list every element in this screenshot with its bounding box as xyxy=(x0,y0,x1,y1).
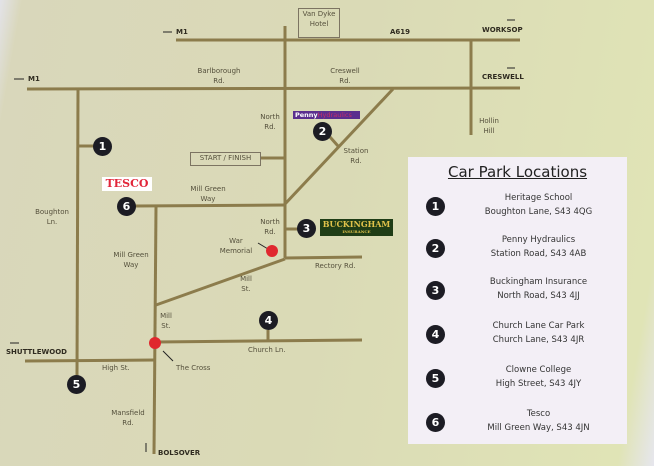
label-station-rd: Station Rd. xyxy=(343,147,369,165)
label-m1-left: M1 xyxy=(28,75,40,83)
label-hollin-hill: Hollin Hill xyxy=(479,117,499,135)
label-north-rd-2: North Rd. xyxy=(260,218,280,236)
map-marker-1[interactable]: 1 xyxy=(93,137,112,156)
car-park-entry[interactable]: 4 Church Lane Car Park Church Lane, S43 … xyxy=(426,319,626,351)
label-high-st: High St. xyxy=(102,364,130,372)
start-finish-box: START / FINISH xyxy=(190,152,261,166)
penny-logo-text: Penny xyxy=(295,111,318,119)
entry-address: Church Lane, S43 4JR xyxy=(492,335,585,345)
entry-name: Buckingham Insurance xyxy=(489,277,588,287)
label-m1-top: M1 xyxy=(176,28,188,36)
entry-name: Penny Hydraulics xyxy=(501,235,576,245)
entry-name: Heritage School xyxy=(504,193,573,203)
entry-address: High Street, S43 4JY xyxy=(495,379,582,389)
map-marker-6[interactable]: 6 xyxy=(117,197,136,216)
label-rectory-rd: Rectory Rd. xyxy=(315,262,356,270)
road-boughton xyxy=(75,89,80,376)
label-worksop: WORKSOP xyxy=(482,26,523,34)
road-church-ln xyxy=(155,338,363,344)
map-marker-4[interactable]: 4 xyxy=(259,311,278,330)
car-park-entry[interactable]: 6 Tesco Mill Green Way, S43 4JN xyxy=(426,407,626,439)
entry-address: Mill Green Way, S43 4JN xyxy=(487,423,590,433)
van-dyke-hotel-box: Van Dyke Hotel xyxy=(298,8,340,38)
label-the-cross: The Cross xyxy=(176,364,211,372)
the-cross-dot xyxy=(149,337,161,349)
entry-address: North Road, S43 4JJ xyxy=(497,291,580,301)
label-bolsover: BOLSOVER xyxy=(158,449,201,457)
car-park-entry[interactable]: 2 Penny Hydraulics Station Road, S43 4AB xyxy=(426,233,626,265)
buckingham-logo-text: BUCKINGHAM xyxy=(322,219,391,229)
label-creswell-rd: Creswell Rd. xyxy=(330,67,360,85)
label-boughton-ln: Boughton Ln. xyxy=(35,208,69,226)
car-park-entry[interactable]: 5 Clowne College High Street, S43 4JY xyxy=(426,363,626,395)
car-park-entry[interactable]: 3 Buckingham Insurance North Road, S43 4… xyxy=(426,275,626,307)
entry-number-badge: 2 xyxy=(426,239,445,258)
label-church-ln: Church Ln. xyxy=(248,346,286,354)
label-mill-green-way-v: Mill Green Way xyxy=(113,251,149,269)
road-barlborough-creswell xyxy=(26,86,521,91)
label-mill-st-1: Mill St. xyxy=(240,275,252,293)
entry-address: Station Road, S43 4AB xyxy=(490,249,587,259)
panel-title: Car Park Locations xyxy=(447,163,588,181)
label-a619: A619 xyxy=(390,28,411,36)
road-marker2-spur xyxy=(328,136,340,147)
entry-name: Clowne College xyxy=(505,365,572,375)
label-war-memorial: War Memorial xyxy=(219,237,253,255)
buckingham-logo-sub: INSURANCE xyxy=(342,229,371,234)
penny-hydraulics-logo: PennyHydraulics xyxy=(293,111,360,119)
car-park-locations-panel: Car Park Locations 1 Heritage School Bou… xyxy=(408,157,627,444)
label-barlborough: Barlborough Rd. xyxy=(197,67,241,85)
map-marker-2[interactable]: 2 xyxy=(313,122,332,141)
entry-number-badge: 4 xyxy=(426,325,445,344)
road-mill-st xyxy=(155,257,286,307)
road-station xyxy=(283,87,395,206)
label-creswell: CRESWELL xyxy=(482,73,524,81)
road-mill-green-way-v xyxy=(152,206,158,455)
direction-arrows xyxy=(10,19,515,452)
entry-number-badge: 6 xyxy=(426,413,445,432)
label-north-rd-1: North Rd. xyxy=(260,113,280,131)
entry-number-badge: 5 xyxy=(426,369,445,388)
entry-number-badge: 3 xyxy=(426,281,445,300)
label-mill-green-way-h: Mill Green Way xyxy=(190,185,226,203)
penny-logo-rest: Hydraulics xyxy=(317,111,352,119)
entry-name: Tesco xyxy=(526,409,551,419)
map-marker-3[interactable]: 3 xyxy=(297,219,316,238)
roads xyxy=(24,26,521,455)
road-mill-green-way-h xyxy=(134,203,286,208)
tesco-logo: TESCO xyxy=(102,177,152,191)
entry-number-badge: 1 xyxy=(426,197,445,216)
label-mill-st-2: Mill St. xyxy=(160,312,172,330)
car-park-entry[interactable]: 1 Heritage School Boughton Lane, S43 4QG xyxy=(426,191,626,223)
road-high-st xyxy=(24,358,156,363)
pointer-the-cross-icon xyxy=(162,350,174,362)
entry-name: Church Lane Car Park xyxy=(492,321,585,331)
entry-address: Boughton Lane, S43 4QG xyxy=(484,207,593,217)
label-shuttlewood: SHUTTLEWOOD xyxy=(6,348,67,356)
label-mansfield-rd: Mansfield Rd. xyxy=(111,409,145,427)
map-marker-5[interactable]: 5 xyxy=(67,375,86,394)
road-rectory xyxy=(284,255,363,260)
war-memorial-dot xyxy=(266,245,278,257)
